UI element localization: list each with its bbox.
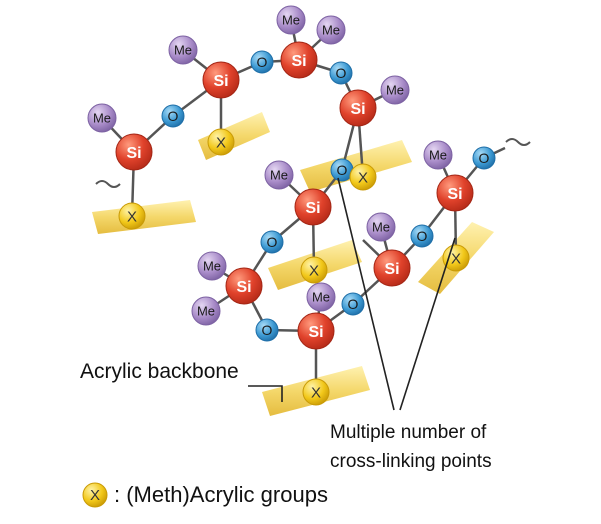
acrylic-group-label: X (216, 134, 226, 151)
silicon-atom: Si (280, 41, 318, 79)
crosslink-label-line2: cross-linking points (330, 451, 492, 472)
oxygen-atom: O (341, 292, 365, 316)
backbone-wavy-end (95, 180, 121, 188)
silicon-atom-label: Si (308, 324, 323, 341)
acrylic-group-label: X (358, 169, 368, 186)
methyl-group: Me (306, 282, 336, 312)
oxygen-atom: O (255, 318, 279, 342)
methyl-group-label: Me (312, 290, 330, 305)
silicon-atom-label: Si (384, 261, 399, 278)
methyl-group: Me (197, 251, 227, 281)
oxygen-atom-label: O (267, 234, 278, 250)
silicon-atom: Si (225, 267, 263, 305)
oxygen-atom-label: O (417, 228, 428, 244)
oxygen-atom: O (472, 146, 496, 170)
methyl-group-label: Me (322, 23, 340, 38)
acrylic-group: X (302, 378, 330, 406)
crosslink-pointer-line-1 (337, 177, 395, 411)
acrylic-group: X (300, 256, 328, 284)
oxygen-atom-label: O (257, 54, 268, 70)
acrylic-group: X (207, 128, 235, 156)
silicon-atom: Si (202, 61, 240, 99)
oxygen-atom-label: O (479, 150, 490, 166)
crosslink-label-line1: Multiple number of (330, 422, 487, 443)
annotation-pointers (248, 177, 456, 411)
silicon-atom-label: Si (213, 73, 228, 90)
oxygen-atom: O (329, 61, 353, 85)
legend: X : (Meth)Acrylic groups (82, 482, 328, 508)
silicon-atom-label: Si (236, 279, 251, 296)
silicon-atom-label: Si (291, 53, 306, 70)
acrylic-group-icon: X (82, 482, 108, 508)
methyl-group-label: Me (174, 43, 192, 58)
methyl-group: Me (366, 212, 396, 242)
acrylic-group: X (442, 244, 470, 272)
silicon-atom: Si (297, 312, 335, 350)
methyl-group-label: Me (386, 83, 404, 98)
acrylic-group-label: X (127, 208, 137, 225)
methyl-group-label: Me (282, 13, 300, 28)
oxygen-atom-label: O (337, 162, 348, 178)
silicon-atom-label: Si (350, 101, 365, 118)
acrylic-group: X (349, 163, 377, 191)
methyl-group-label: Me (270, 168, 288, 183)
crosslink-points-label: Multiple number of cross-linking points (330, 418, 492, 476)
methyl-group: Me (264, 160, 294, 190)
acrylic-group-label: X (309, 262, 319, 279)
oxygen-atom: O (161, 104, 185, 128)
silicon-atom-label: Si (126, 145, 141, 162)
oxygen-atom-label: O (262, 322, 273, 338)
methyl-group-label: Me (93, 111, 111, 126)
silicon-atom: Si (294, 188, 332, 226)
methyl-group-label: Me (203, 259, 221, 274)
acrylic-backbone-label: Acrylic backbone (80, 360, 239, 383)
oxygen-atom-label: O (336, 65, 347, 81)
methyl-group: Me (316, 15, 346, 45)
methyl-group-label: Me (372, 220, 390, 235)
silicon-atom: Si (339, 89, 377, 127)
methyl-group: Me (380, 75, 410, 105)
acrylic-group-label: X (311, 384, 321, 401)
oxygen-atom-label: O (348, 296, 359, 312)
backbone-pointer-line (248, 385, 283, 402)
oxygen-atom-label: O (168, 108, 179, 124)
backbone-ribbon (198, 112, 270, 160)
legend-text: : (Meth)Acrylic groups (114, 482, 328, 507)
crosslink-pointer-line-2 (399, 237, 456, 411)
methyl-group-label: Me (429, 148, 447, 163)
oxygen-atom: O (250, 50, 274, 74)
methyl-group: Me (168, 35, 198, 65)
methyl-group: Me (87, 103, 117, 133)
legend-symbol: X (90, 487, 100, 504)
backbone-wavy-end (505, 138, 531, 146)
silicon-atom-label: Si (305, 200, 320, 217)
methyl-group: Me (276, 5, 306, 35)
methyl-group: Me (191, 296, 221, 326)
silicon-atom: Si (373, 249, 411, 287)
methyl-group-label: Me (197, 304, 215, 319)
oxygen-atom: O (260, 230, 284, 254)
silicon-atom: Si (115, 133, 153, 171)
methyl-group: Me (423, 140, 453, 170)
oxygen-atom: O (410, 224, 434, 248)
silicon-atom: Si (436, 174, 474, 212)
acrylic-group: X (118, 202, 146, 230)
acrylic-group-label: X (451, 250, 461, 267)
silicon-atom-label: Si (447, 186, 462, 203)
